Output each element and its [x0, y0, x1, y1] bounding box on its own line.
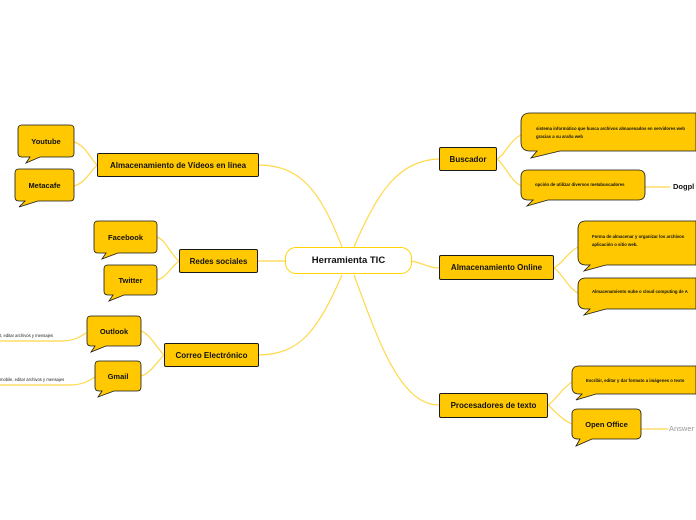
bubble-procesadores-note1 [571, 365, 696, 401]
branch-redes-sociales[interactable]: Redes sociales [179, 249, 258, 273]
node-metacafe[interactable]: Metacafe [28, 180, 61, 190]
link-procesadores-openoffice [547, 404, 573, 425]
link-almacenamiento-note2 [553, 267, 579, 294]
link-central-correo [257, 274, 343, 356]
link-central-videos [257, 164, 343, 248]
link-outlook-note [0, 332, 87, 342]
link-buscador-note1 [496, 134, 522, 160]
node-open-office[interactable]: Open Office [585, 419, 628, 429]
link-almacenamiento-note1 [553, 246, 579, 269]
node-youtube[interactable]: Youtube [31, 136, 61, 146]
link-central-buscador [353, 158, 440, 248]
central-topic[interactable]: Herramienta TIC [285, 247, 412, 274]
link-buscador-note2 [496, 158, 522, 187]
bubble-almacenamiento-note2 [577, 277, 696, 316]
node-gmail[interactable]: Gmail [107, 371, 129, 381]
buscador-note-1[interactable]: sistema informático que busca archivos a… [536, 125, 696, 141]
answer-node[interactable]: Answer [669, 424, 695, 433]
branch-procesadores[interactable]: Procesadores de texto [439, 393, 548, 418]
branch-almacenamiento-online[interactable]: Almacenamiento Online [439, 255, 554, 280]
buscador-note-2[interactable]: opción de utilizar diversos metabuscador… [535, 182, 625, 187]
buscador-note-1-line2: gracias a su araña web [536, 134, 584, 139]
almacenamiento-note-1-line2: aplicación o sitio web. [592, 242, 638, 247]
node-facebook[interactable]: Facebook [107, 232, 143, 242]
link-redes-twitter [156, 260, 180, 281]
bubble-openoffice [571, 408, 642, 447]
bubble-buscador-note2 [520, 169, 646, 207]
bubble-outlook [86, 315, 142, 353]
link-gmail-note [0, 376, 96, 386]
procesadores-note-1[interactable]: Escribir, editar y dar formato a imágene… [586, 378, 685, 383]
bubble-twitter [103, 264, 158, 302]
branch-videos[interactable]: Almacenamiento de Vídeos en línea [97, 153, 259, 177]
link-correo-outlook [140, 330, 165, 356]
dogpl-node[interactable]: Dogpl [673, 182, 695, 191]
buscador-note-1-line1: sistema informático que busca archivos a… [536, 126, 686, 131]
link-redes-facebook [156, 236, 180, 262]
node-twitter[interactable]: Twitter [118, 275, 143, 285]
bubble-metacafe [14, 168, 75, 208]
bubble-gmail [94, 360, 142, 398]
bubble-youtube [17, 124, 75, 164]
almacenamiento-note-2[interactable]: Almacenamiento nube o cloud computing de… [592, 289, 688, 294]
bubble-buscador-note1 [520, 112, 696, 159]
link-central-procesadores [353, 274, 440, 406]
link-videos-youtube [73, 141, 98, 166]
bubble-facebook [93, 220, 158, 260]
gmail-note: mobile, editar archivos y mensajes [0, 377, 65, 382]
bubble-almacenamiento-note1 [577, 220, 696, 272]
link-procesadores-note1 [547, 381, 573, 406]
link-correo-gmail [140, 354, 165, 377]
branch-correo[interactable]: Correo Electrónico [164, 343, 259, 367]
node-outlook[interactable]: Outlook [99, 326, 129, 336]
almacenamiento-note-1[interactable]: Forma de almacenar y organizar los archi… [592, 233, 696, 249]
outlook-note: t, editar archivos y mensajes [0, 333, 54, 338]
almacenamiento-note-1-line1: Forma de almacenar y organizar los archi… [592, 234, 685, 239]
link-central-almacenamiento [411, 260, 440, 269]
branch-buscador[interactable]: Buscador [439, 147, 497, 171]
link-videos-metacafe [73, 164, 98, 187]
